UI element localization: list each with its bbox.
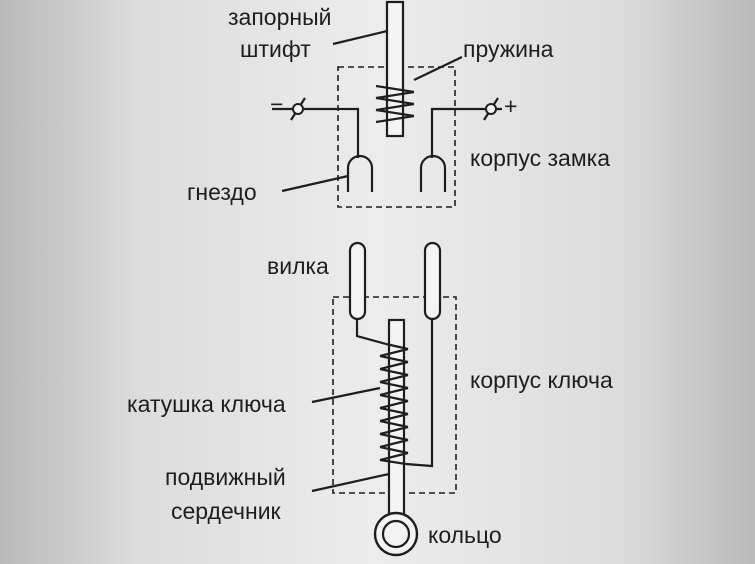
plus-wire [430, 107, 502, 158]
lock-body-outline [337, 66, 456, 208]
minus-terminal [292, 103, 304, 115]
locking-pin [385, 0, 405, 138]
coil-lead-left [355, 319, 387, 346]
label-locking-pin-1: запорный [228, 4, 331, 30]
socket-left [346, 154, 374, 192]
label-locking-pin-2: штифт [240, 36, 311, 62]
plug-prong-left [348, 241, 367, 321]
label-ring: кольцо [428, 522, 502, 548]
label-lock-body: корпус замка [470, 145, 610, 171]
leader-moving-core [311, 472, 390, 493]
label-key-body: корпус ключа [470, 367, 613, 393]
label-plug: вилка [267, 253, 329, 279]
label-spring: пружина [463, 36, 554, 62]
label-socket: гнездо [187, 179, 257, 205]
leader-key-coil [311, 386, 381, 404]
leader-socket [281, 174, 349, 193]
minus-wire [272, 107, 360, 158]
label-moving-core-2: сердечник [171, 498, 282, 524]
socket-right [419, 154, 447, 192]
leader-spring [413, 56, 463, 81]
coil-lead-right [405, 319, 434, 468]
key-coil [379, 342, 409, 466]
spring [375, 84, 415, 124]
plug-prong-right [423, 241, 442, 321]
label-key-coil: катушка ключа [127, 391, 286, 417]
plus-terminal [485, 103, 497, 115]
label-plus: + [504, 93, 517, 119]
leader-locking-pin [332, 29, 388, 46]
label-minus: − [270, 91, 283, 117]
ring-inner [381, 519, 411, 549]
label-moving-core-1: подвижный [165, 464, 286, 490]
